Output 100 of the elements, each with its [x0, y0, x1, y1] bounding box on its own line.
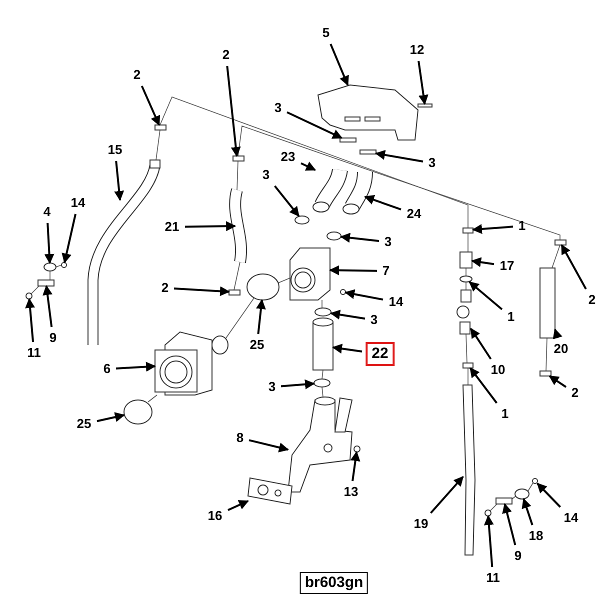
leader-arrow — [430, 476, 464, 514]
drawing-number: br603gn — [300, 572, 368, 594]
callout-number: 2 — [588, 292, 596, 308]
callout-number: 13 — [344, 484, 358, 500]
clamp-drawing — [554, 240, 566, 246]
leader-arrow — [184, 221, 236, 232]
gasket-drawing — [246, 274, 280, 300]
clamp-drawing — [314, 378, 330, 388]
leader-arrow — [469, 367, 498, 404]
clamp-drawing — [514, 488, 530, 500]
callout-number: 20 — [554, 341, 568, 357]
clamp-drawing — [540, 370, 552, 376]
callout-number: 9 — [514, 548, 522, 564]
leader-arrow — [62, 214, 76, 264]
manifold-drawing — [317, 84, 419, 140]
callout-number: 3 — [370, 312, 378, 328]
leader-arrow — [42, 285, 53, 328]
clamp-drawing — [460, 276, 472, 282]
callout-number: 14 — [564, 510, 578, 526]
leader-arrow — [364, 195, 402, 210]
callout-number: 7 — [382, 263, 390, 279]
callout-number: 14 — [388, 294, 404, 310]
assembly-line — [552, 244, 560, 268]
callout-number: 2 — [133, 67, 141, 83]
elbow-hose-drawing — [342, 172, 373, 214]
callout-number: 23 — [280, 149, 296, 165]
leader-arrow — [114, 160, 124, 201]
leader-arrow — [174, 286, 230, 296]
callout-number: 19 — [414, 516, 428, 532]
callout-number: 22 — [366, 342, 394, 366]
hose-drawing — [88, 160, 160, 345]
callout-number: 10 — [490, 362, 506, 378]
clamp-drawing — [326, 232, 342, 240]
callout-number: 2 — [571, 385, 579, 401]
valve-drawing — [456, 290, 472, 334]
leader-arrow — [330, 44, 349, 86]
leader-arrow — [472, 224, 514, 234]
callout-number: 5 — [322, 25, 330, 41]
callout-number: 11 — [27, 345, 41, 361]
clamp-drawing — [294, 216, 310, 224]
leader-arrow — [248, 439, 289, 452]
leader-arrow — [96, 412, 125, 422]
nut-drawing — [532, 478, 538, 484]
clamp-drawing — [44, 262, 56, 272]
assembly-line — [30, 286, 40, 294]
callout-number: 17 — [500, 258, 514, 274]
clamp-drawing — [232, 156, 244, 162]
leader-arrow — [256, 299, 266, 334]
clamp-drawing — [154, 124, 166, 130]
leader-arrow — [502, 503, 516, 546]
leader-arrow — [25, 298, 36, 342]
assembly-line — [148, 394, 158, 402]
assembly-line — [226, 298, 254, 338]
callout-number: 9 — [49, 330, 57, 346]
leader-arrow — [536, 482, 562, 508]
leader-arrow — [332, 344, 362, 354]
hose-drawing — [540, 268, 556, 338]
assembly-line — [466, 334, 468, 364]
leader-arrow — [552, 328, 562, 340]
callout-number: 3 — [274, 100, 282, 116]
leader-arrow — [330, 310, 366, 320]
nut-drawing — [340, 289, 346, 295]
nut-drawing — [484, 510, 492, 516]
leader-arrow — [548, 375, 567, 388]
bolt-drawing — [354, 446, 360, 452]
callout-number: 12 — [410, 42, 424, 58]
clamp-drawing — [314, 308, 332, 316]
leader-arrow — [560, 244, 587, 290]
callout-number: 25 — [250, 337, 264, 353]
leader-arrow — [228, 500, 249, 511]
callout-number: 16 — [208, 508, 222, 524]
callout-number: 1 — [501, 406, 509, 422]
assembly-line — [322, 370, 324, 380]
leader-arrow — [116, 362, 156, 372]
assembly-line — [546, 338, 548, 372]
clamp-drawing — [360, 150, 376, 154]
hose-drawing — [229, 188, 247, 263]
leader-arrow — [44, 222, 54, 264]
callout-number: 2 — [222, 47, 230, 63]
assembly-line — [234, 262, 240, 290]
gasket-drawing — [247, 477, 293, 505]
leader-arrow — [226, 66, 241, 157]
leader-arrow — [522, 498, 534, 526]
callout-number: 4 — [43, 204, 51, 220]
callout-number: 24 — [406, 206, 422, 222]
housing-drawing — [290, 248, 330, 300]
leader-arrow — [286, 111, 343, 139]
assembly-line — [490, 504, 498, 512]
leader-arrow — [350, 451, 360, 482]
callout-number: 6 — [103, 361, 111, 377]
callout-number: 11 — [486, 570, 500, 586]
elbow-hose-drawing — [312, 168, 348, 212]
leader-arrow — [300, 162, 316, 171]
leader-arrow — [340, 232, 380, 243]
callout-number: 3 — [262, 167, 270, 183]
clamp-drawing — [228, 290, 240, 296]
leader-arrow — [470, 328, 492, 360]
callout-number: 21 — [164, 219, 180, 235]
tube-drawing — [312, 318, 334, 370]
leader-arrow — [329, 265, 378, 276]
